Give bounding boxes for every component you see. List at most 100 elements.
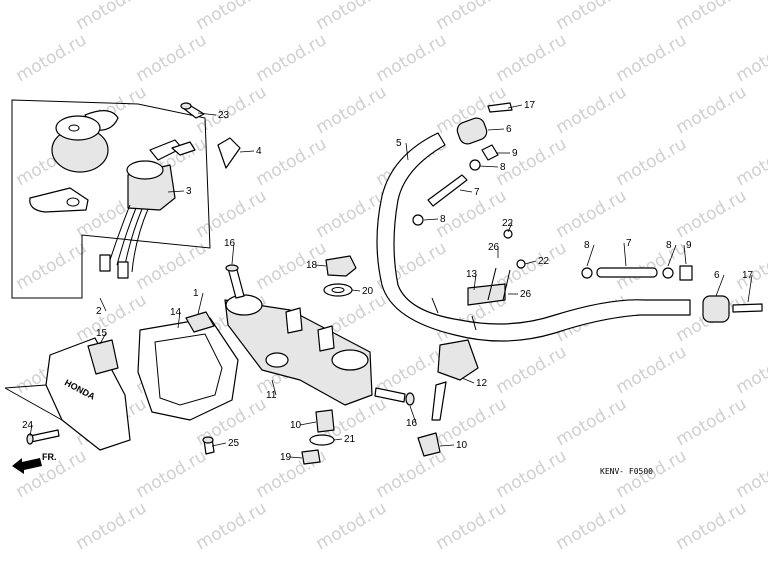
- small-nut: [503, 229, 513, 239]
- handlebar-tube: [376, 132, 691, 342]
- leader-line: [289, 456, 303, 459]
- washer: [412, 214, 424, 226]
- washer: [662, 267, 674, 279]
- washer: [309, 434, 335, 446]
- mount-rubber-part: [301, 409, 335, 465]
- leader-line: [667, 244, 677, 267]
- watermark-text: motod.ru: [493, 446, 571, 502]
- fork-hole-left: [225, 294, 263, 316]
- leader-line: [299, 421, 317, 426]
- bolt-shank: [374, 387, 406, 403]
- clip: [481, 144, 499, 161]
- end-bolt: [487, 102, 513, 113]
- wire-harness: [109, 204, 149, 273]
- bar-mark: [471, 315, 477, 331]
- callout-number: 5: [396, 138, 402, 149]
- watermark-text: motod.ru: [373, 446, 451, 502]
- panel-leader: [4, 384, 63, 421]
- ignition-cap-top: [55, 115, 101, 141]
- leader-line: [405, 142, 409, 161]
- holder-bolt: [502, 269, 511, 301]
- watermark-text: motod.ru: [613, 342, 691, 398]
- callout-number: 9: [512, 148, 518, 159]
- callout-number: 13: [466, 269, 478, 280]
- watermark-text: motod.ru: [133, 446, 211, 502]
- watermark-text: motod.ru: [253, 134, 331, 190]
- callout-number: 8: [666, 240, 672, 251]
- leader-line: [461, 377, 475, 384]
- front-emblem-panel-part: HONDA: [4, 337, 131, 451]
- ignition-group-frame: [11, 99, 211, 299]
- riser-post: [285, 307, 303, 334]
- callout-number: 22: [502, 218, 514, 229]
- callout-number: 16: [406, 418, 418, 429]
- pinch-bolt-part: [225, 264, 245, 299]
- watermark-text: motod.ru: [553, 498, 631, 554]
- holder-plate: [467, 283, 506, 306]
- watermark-text: motod.ru: [733, 446, 768, 502]
- watermark-text: motod.ru: [313, 498, 391, 554]
- end-bolt: [732, 303, 763, 313]
- watermark-text: motod.ru: [73, 290, 151, 346]
- ignition-bracket-part: [29, 187, 89, 213]
- callout-number: 3: [186, 186, 192, 197]
- watermark-text: motod.ru: [253, 238, 331, 294]
- leader-line: [423, 218, 439, 221]
- hex-nut: [301, 449, 321, 465]
- watermark-text: motod.ru: [193, 0, 271, 34]
- watermark-text: motod.ru: [193, 82, 271, 138]
- fork-top-bridge-part: [224, 294, 373, 406]
- callout-number: 2: [96, 306, 102, 317]
- callout-number: 8: [440, 214, 446, 225]
- fork-hole-right: [331, 349, 369, 371]
- group-outline: [11, 99, 211, 299]
- leader-line: [683, 244, 687, 265]
- clamp-body: [437, 339, 479, 381]
- callout-number: 12: [476, 378, 488, 389]
- key-slot: [68, 124, 80, 132]
- screw-head: [180, 102, 192, 110]
- watermark-text: motod.ru: [433, 0, 511, 34]
- clip: [679, 265, 693, 281]
- cover-screw-part: [202, 436, 215, 455]
- pinch-bolt-lower-part: [374, 387, 415, 406]
- washer: [581, 267, 593, 279]
- watermark-text: motod.ru: [553, 0, 631, 34]
- ignition-cap-part: [51, 110, 119, 173]
- leader-line: [459, 189, 473, 193]
- leader-line: [487, 128, 505, 131]
- leader-line: [197, 292, 204, 315]
- bar-insert-rod: [427, 174, 468, 207]
- leader-line: [473, 273, 477, 291]
- watermark-text: motod.ru: [433, 394, 511, 450]
- watermark-text: motod.ru: [73, 498, 151, 554]
- cover-inner: [154, 333, 223, 406]
- wire-connector: [99, 254, 111, 272]
- callout-number: 4: [256, 146, 262, 157]
- cover-body: [137, 317, 239, 421]
- watermark-text: motod.ru: [733, 134, 768, 190]
- bar-mark: [431, 297, 439, 314]
- leader-line: [231, 242, 235, 265]
- leader-line: [271, 379, 277, 396]
- callout-number: 25: [228, 438, 240, 449]
- callout-number: 1: [193, 288, 199, 299]
- callout-number: 11: [266, 390, 277, 401]
- leader-line: [239, 150, 255, 153]
- watermark-text: motod.ru: [673, 0, 751, 34]
- leader-line: [524, 260, 537, 265]
- leader-line: [747, 274, 753, 303]
- wire-connector: [117, 261, 129, 279]
- watermark-text: motod.ru: [673, 82, 751, 138]
- watermark-text: motod.ru: [193, 498, 271, 554]
- leader-line: [715, 274, 725, 297]
- clip-part-1: [185, 311, 215, 333]
- bar-holder-part: [467, 229, 526, 306]
- leader-line: [29, 424, 33, 437]
- watermark-text: motod.ru: [193, 186, 271, 242]
- callout-number: 23: [218, 110, 230, 121]
- watermark-text: motod.ru: [493, 342, 571, 398]
- bar-end-weight: [456, 117, 488, 145]
